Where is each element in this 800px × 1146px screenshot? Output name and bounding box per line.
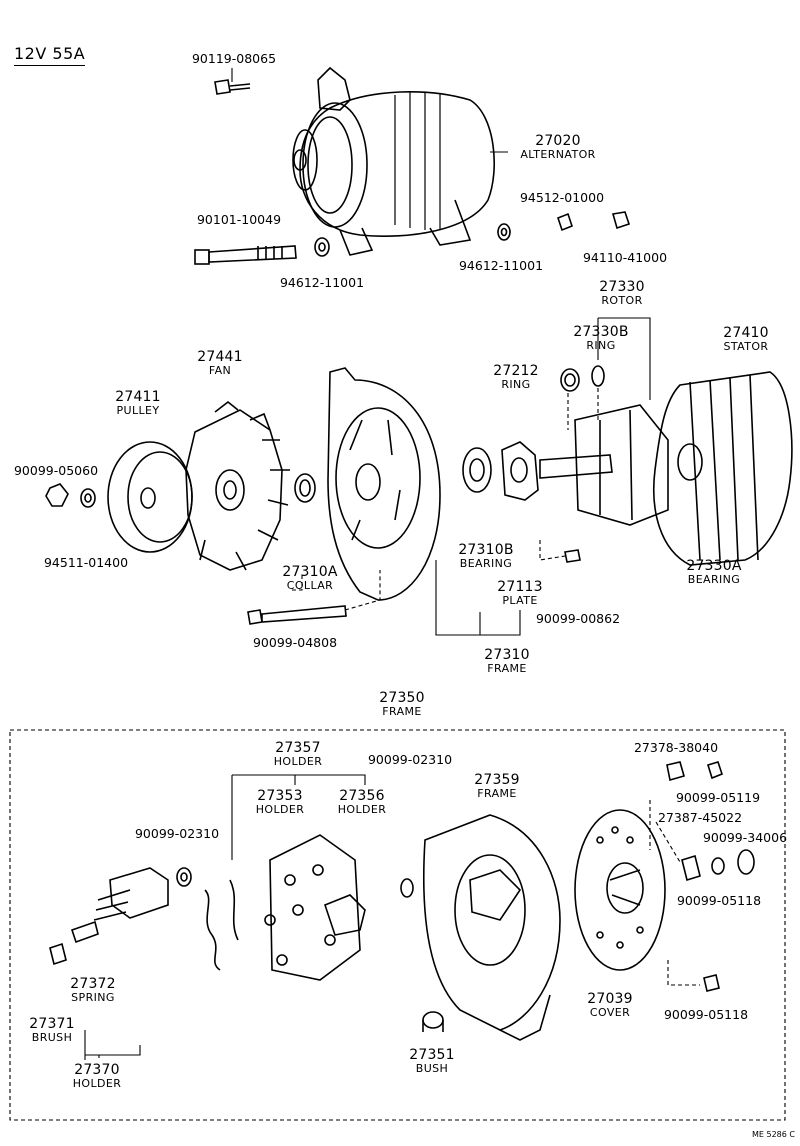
middle-leaders xyxy=(435,317,651,636)
fan-art xyxy=(185,400,290,571)
part-number: 90101-10049 xyxy=(196,212,282,227)
part-number: 90099-34006 xyxy=(702,830,788,845)
part-number: 90099-05119 xyxy=(675,790,761,805)
collar-art xyxy=(294,473,316,503)
part-number: 90099-05118 xyxy=(676,893,762,908)
part-number: 90099-02310 xyxy=(367,752,453,767)
part-number: 90119-08065 xyxy=(191,51,277,66)
front-frame-art xyxy=(327,367,441,601)
diode-holder-art xyxy=(204,834,366,981)
part-number: 27387-45022 xyxy=(657,810,743,825)
spec-header: 12V 55A xyxy=(14,44,86,66)
cover-art xyxy=(574,809,666,971)
part-number: 27378-38040 xyxy=(633,740,719,755)
rotor-art xyxy=(539,404,669,526)
part-number: 90099-04808 xyxy=(252,635,338,650)
part-number: 90099-05060 xyxy=(13,463,99,478)
lower-hardware-art xyxy=(176,761,755,1032)
lower-leaders xyxy=(84,774,366,1060)
part-number: 90099-02310 xyxy=(134,826,220,841)
dashed-guides xyxy=(9,388,786,1121)
part-number: 94512-01000 xyxy=(519,190,605,205)
part-number: 94612-11001 xyxy=(279,275,365,290)
rear-frame-art xyxy=(422,814,561,1041)
part-number: 90099-05118 xyxy=(663,1007,749,1022)
brush-holder-art xyxy=(49,867,169,966)
footer-code: ME 5286 C xyxy=(752,1130,795,1139)
pulley-art xyxy=(107,441,193,553)
part-number: 94511-01400 xyxy=(43,555,129,570)
bearing-and-plate-art xyxy=(462,441,539,501)
part-number: 94612-11001 xyxy=(458,258,544,273)
part-number: 94110-41000 xyxy=(582,250,668,265)
ring-parts-art xyxy=(560,365,605,392)
top-hardware-art xyxy=(194,79,631,265)
middle-hardware-art xyxy=(45,483,581,625)
lower-dashed-guides xyxy=(649,800,700,986)
alternator-assembly-art xyxy=(292,66,496,256)
stator-art xyxy=(652,371,793,566)
part-number: 90099-00862 xyxy=(535,611,621,626)
